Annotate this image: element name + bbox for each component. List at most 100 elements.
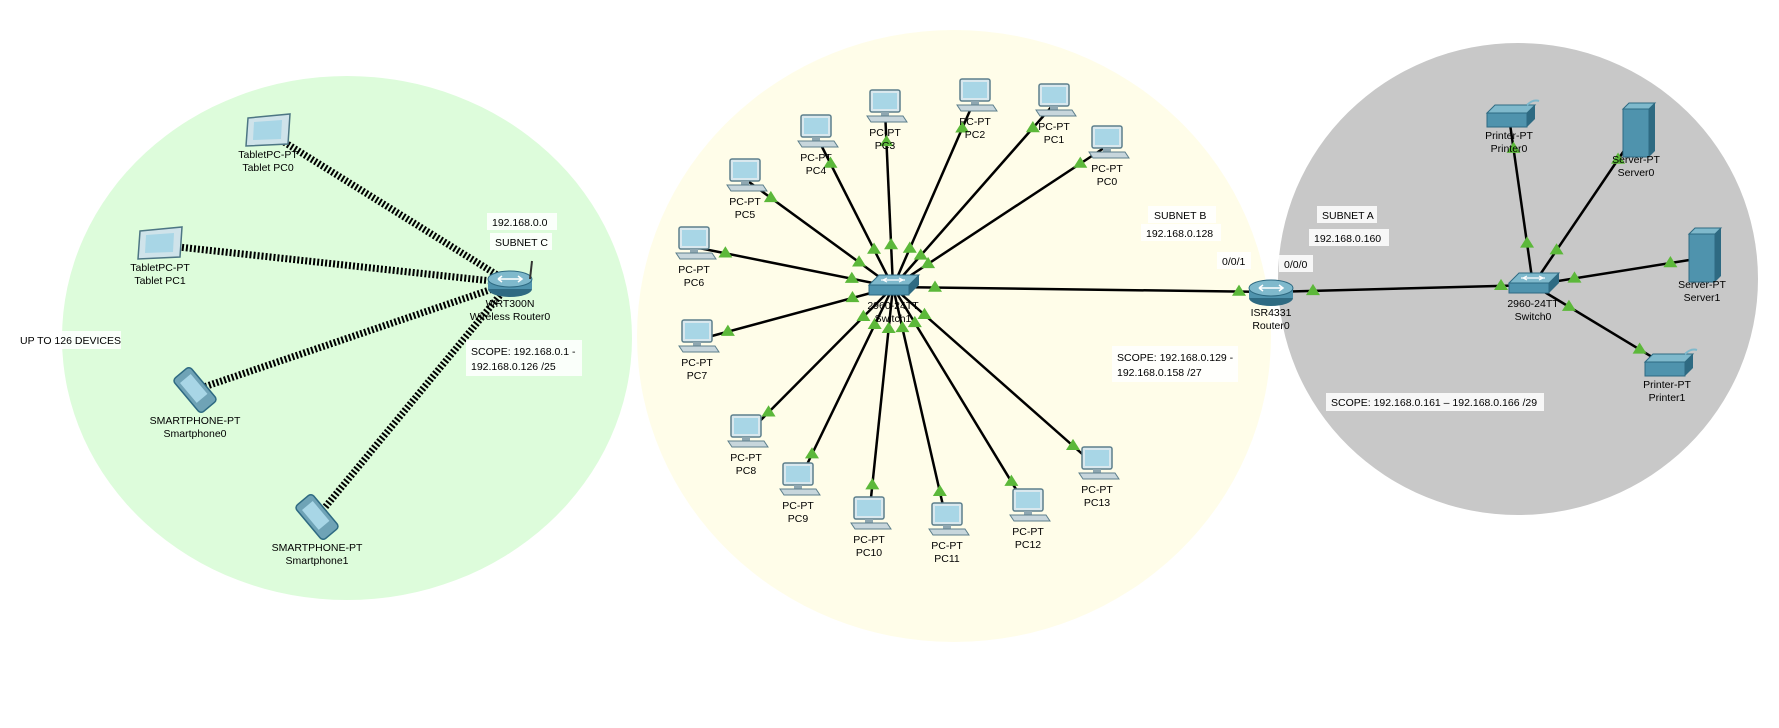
router-icon[interactable] bbox=[1248, 279, 1294, 306]
link-status-up-triangle bbox=[1506, 141, 1521, 153]
device-model-label: PC-PT bbox=[1012, 526, 1044, 538]
desktop-pc-icon[interactable] bbox=[726, 158, 768, 192]
link-switch1-pc2[interactable] bbox=[891, 98, 977, 288]
server-icon[interactable] bbox=[1687, 227, 1723, 283]
desktop-pc-icon[interactable] bbox=[1078, 446, 1120, 480]
device-model-label: PC-PT bbox=[782, 500, 814, 512]
smartphone-icon[interactable] bbox=[294, 493, 339, 541]
desktop-pc-icon[interactable] bbox=[866, 89, 908, 123]
printer-icon[interactable] bbox=[1643, 348, 1698, 377]
link-switch1-pc4[interactable] bbox=[814, 134, 895, 288]
desktop-pc-icon[interactable] bbox=[797, 114, 839, 148]
link-status-up-triangle bbox=[763, 190, 778, 203]
subnet-b-name-note: SUBNET B bbox=[1154, 210, 1206, 222]
link-switch1-pc8[interactable] bbox=[745, 286, 894, 436]
server-icon[interactable] bbox=[1621, 102, 1657, 158]
link-switch1-pc6[interactable] bbox=[693, 245, 894, 289]
wireless-link-line[interactable] bbox=[314, 280, 513, 520]
link-status-up-triangle bbox=[1073, 156, 1088, 168]
desktop-pc-icon[interactable] bbox=[1035, 83, 1077, 117]
desktop-pc-icon[interactable] bbox=[675, 226, 717, 260]
desktop-pc-icon[interactable] bbox=[928, 502, 970, 536]
wireless-link-line[interactable] bbox=[193, 279, 512, 394]
device-name-label: Server1 bbox=[1684, 292, 1721, 304]
cable-line[interactable] bbox=[892, 285, 1272, 294]
link-switch0-server1[interactable] bbox=[1532, 256, 1703, 287]
printer-icon[interactable] bbox=[1485, 99, 1540, 128]
device-capacity-note: UP TO 126 DEVICES bbox=[20, 335, 121, 347]
device-name-label: Server0 bbox=[1618, 167, 1655, 179]
device-model-label: 2960-24TT bbox=[1507, 298, 1559, 310]
link-switch0-server0[interactable] bbox=[1531, 132, 1638, 286]
link-wrouter-phone1[interactable] bbox=[314, 280, 513, 520]
note-bg bbox=[1317, 206, 1377, 223]
wireless-link-line[interactable] bbox=[159, 241, 511, 287]
switch-icon[interactable] bbox=[867, 274, 921, 296]
link-status-up-triangle bbox=[720, 324, 735, 336]
link-status-up-triangle bbox=[1004, 474, 1019, 486]
device-model-label: ISR4331 bbox=[1251, 307, 1292, 319]
link-switch1-pc9[interactable] bbox=[796, 286, 895, 484]
wireless-link-line[interactable] bbox=[266, 129, 512, 286]
link-switch1-pc3[interactable] bbox=[879, 109, 899, 288]
link-switch1-pc10[interactable] bbox=[865, 286, 896, 518]
tablet-icon[interactable] bbox=[245, 113, 291, 147]
desktop-pc-icon[interactable] bbox=[850, 496, 892, 530]
link-switch1-pc5[interactable] bbox=[744, 177, 894, 289]
link-switch1-pc1[interactable] bbox=[892, 103, 1055, 288]
desktop-pc-icon[interactable] bbox=[727, 414, 769, 448]
tablet-icon[interactable] bbox=[137, 226, 183, 260]
link-wrouter-tablet0[interactable] bbox=[266, 129, 512, 286]
link-switch1-pc0[interactable] bbox=[892, 144, 1108, 289]
link-status-up-triangle bbox=[955, 121, 970, 133]
link-status-up-triangle bbox=[879, 134, 894, 147]
desktop-pc-icon[interactable] bbox=[678, 319, 720, 353]
desktop-pc-icon[interactable] bbox=[1009, 488, 1051, 522]
desktop-pc-icon[interactable] bbox=[956, 78, 998, 112]
link-switch0-printer1[interactable] bbox=[1532, 283, 1668, 368]
link-switch1-pc11[interactable] bbox=[891, 286, 949, 524]
link-status-up-triangle bbox=[1567, 271, 1582, 283]
switch-icon[interactable] bbox=[1507, 272, 1561, 294]
link-switch1-pc13[interactable] bbox=[892, 286, 1098, 468]
desktop-pc-icon[interactable] bbox=[779, 462, 821, 496]
link-switch1-router0[interactable] bbox=[892, 280, 1272, 296]
smartphone-icon[interactable] bbox=[172, 366, 217, 414]
desktop-pc-icon[interactable] bbox=[1088, 125, 1130, 159]
link-wrouter-phone0[interactable] bbox=[193, 279, 512, 394]
link-switch1-pc7[interactable] bbox=[696, 285, 894, 342]
link-status-up-triangle bbox=[867, 317, 882, 329]
device-model-label: PC-PT bbox=[1038, 121, 1070, 133]
link-switch0-printer0[interactable] bbox=[1506, 116, 1535, 286]
link-router0-switch0[interactable] bbox=[1270, 278, 1534, 296]
link-switch1-pc12[interactable] bbox=[891, 286, 1030, 510]
wireless-router-icon[interactable] bbox=[487, 260, 533, 297]
link-wrouter-tablet1[interactable] bbox=[159, 241, 511, 287]
